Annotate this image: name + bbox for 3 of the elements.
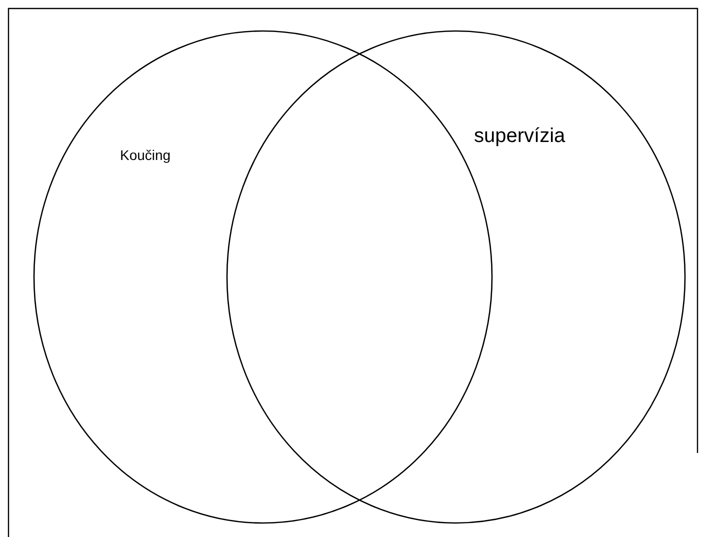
circle-label: supervízia	[474, 125, 566, 148]
venn-circle	[226, 30, 686, 524]
circle-label: Koučing	[120, 147, 171, 163]
